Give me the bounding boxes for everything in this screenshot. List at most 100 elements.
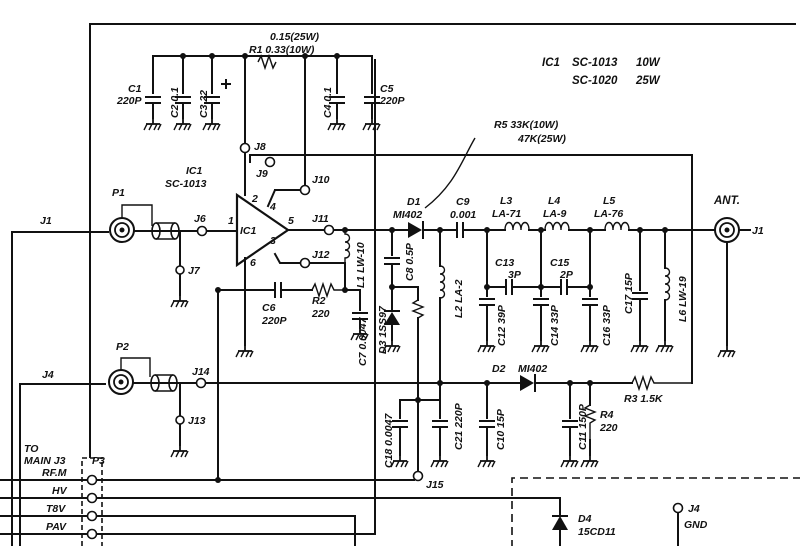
c2-label: C2 0.1 [169,87,181,118]
j7-label: J7 [188,265,201,277]
l1-label: L1 LW-10 [355,242,367,288]
j11-label: J11 [312,213,329,225]
ic-note-power-2: 25W [635,75,661,87]
r5-label-2: 47K(25W) [517,133,566,145]
c10-label: C10 15P [495,408,507,450]
c21-label: C21 220P [453,402,465,450]
r2-resistor [311,281,345,299]
j6-label: J6 [194,213,206,225]
j4-gnd-jack [672,502,684,514]
r5-leader [424,137,476,209]
l2-inductor [439,265,446,299]
l1-inductor [344,230,351,263]
r4-label: R4 [600,409,614,421]
j11-jack [323,224,335,236]
c6-value: 220P [261,315,288,327]
c18-label: C18 0.0047 [383,413,395,468]
c8-label: C8 0.5P [404,242,416,281]
r4-value: 220 [599,422,618,434]
ic-note-label: IC1 [542,57,560,69]
d3-diode [384,312,400,325]
t8v-label: T8V [46,503,66,515]
pav-label: PAV [46,521,67,533]
r2-value: 220 [311,308,330,320]
pin6-label: 6 [250,257,256,269]
ic-note-part-2: SC-1020 [572,75,618,87]
c13-label: C13 [495,257,514,269]
ic1-label: IC1 [186,165,203,177]
j9-label: J9 [256,168,268,180]
bias-return-wire [249,154,693,384]
c1-capacitor [143,55,162,131]
r3-label: R3 1.5K [624,393,664,405]
ic1-pin4-wire [266,189,301,208]
c13-value: 3P [508,269,522,281]
c11-label: C11 150P [577,403,589,450]
t8v-rail [96,515,356,546]
c14-label: C14 33P [549,304,561,346]
j1-input-label: J1 [40,215,52,227]
gnd-label: GND [684,519,708,531]
r3-resistor [631,374,692,392]
r4-resistor [583,404,597,440]
c6-label: C6 [262,302,276,314]
input-line-j1 [11,231,109,546]
d4-part-label: 15CD11 [578,526,616,538]
input-line-j4 [19,383,106,546]
r1-label-top: 0.15(25W) [270,31,320,43]
l5-inductor [604,221,630,231]
ic1-body-label: IC1 [240,225,257,237]
r1-to-j10-wire [274,55,306,191]
j8-jack [239,142,251,154]
c1-label: C1 [128,83,142,95]
l4-part-label: LA-9 [543,208,566,220]
ic1-amplifier [235,192,290,268]
c9-value: 0.001 [450,209,476,221]
d1-diode [408,222,422,238]
c3-capacitor [202,55,231,131]
l6-label: L6 LW-19 [677,276,689,322]
pin2-label: 2 [251,193,258,205]
p1-shield [121,204,153,226]
j14-label: J14 [192,366,210,378]
ic1-part-label: SC-1013 [165,178,207,190]
r5-resistor [411,299,425,319]
c17-label: C17 15P [623,272,635,314]
l3-part-label: LA-71 [492,208,521,220]
c5-value: 220P [379,95,406,107]
j6-jack [196,225,208,237]
ic-note-part-1: SC-1013 [572,57,618,69]
j10-jack [299,184,311,196]
to-label: TO [24,443,38,455]
pin1-label: 1 [228,215,234,227]
d2-label: D2 [492,363,506,375]
c1-value: 220P [116,95,143,107]
d4-diode [552,516,568,530]
r5-label: R5 33K(10W) [494,119,559,131]
p2-shield [120,357,151,377]
sub-board-outline [511,477,800,546]
p1-cable [156,222,175,240]
l6-inductor [664,267,671,301]
j13-label: J13 [188,415,206,427]
l3-inductor [504,221,530,231]
ic1-pin3-wire [273,252,301,264]
l4-label: L4 [548,195,560,207]
j14-jack [195,377,207,389]
hv-label: HV [52,485,68,497]
c4-label: C4 0.1 [322,87,334,118]
ic-note-power-1: 10W [636,57,661,69]
pin4-label: 4 [269,201,276,213]
l2-label: L2 LA-2 [453,279,465,318]
j12-label: J12 [312,249,330,261]
c15-value: 2P [559,269,574,281]
pav-rail [96,59,376,535]
rfm-label: RF.M [42,467,67,479]
j15-jack [412,470,424,482]
c5-label: C5 [380,83,394,95]
l4-inductor [544,221,570,231]
c15-label: C15 [550,257,569,269]
j9-jack [264,156,276,168]
